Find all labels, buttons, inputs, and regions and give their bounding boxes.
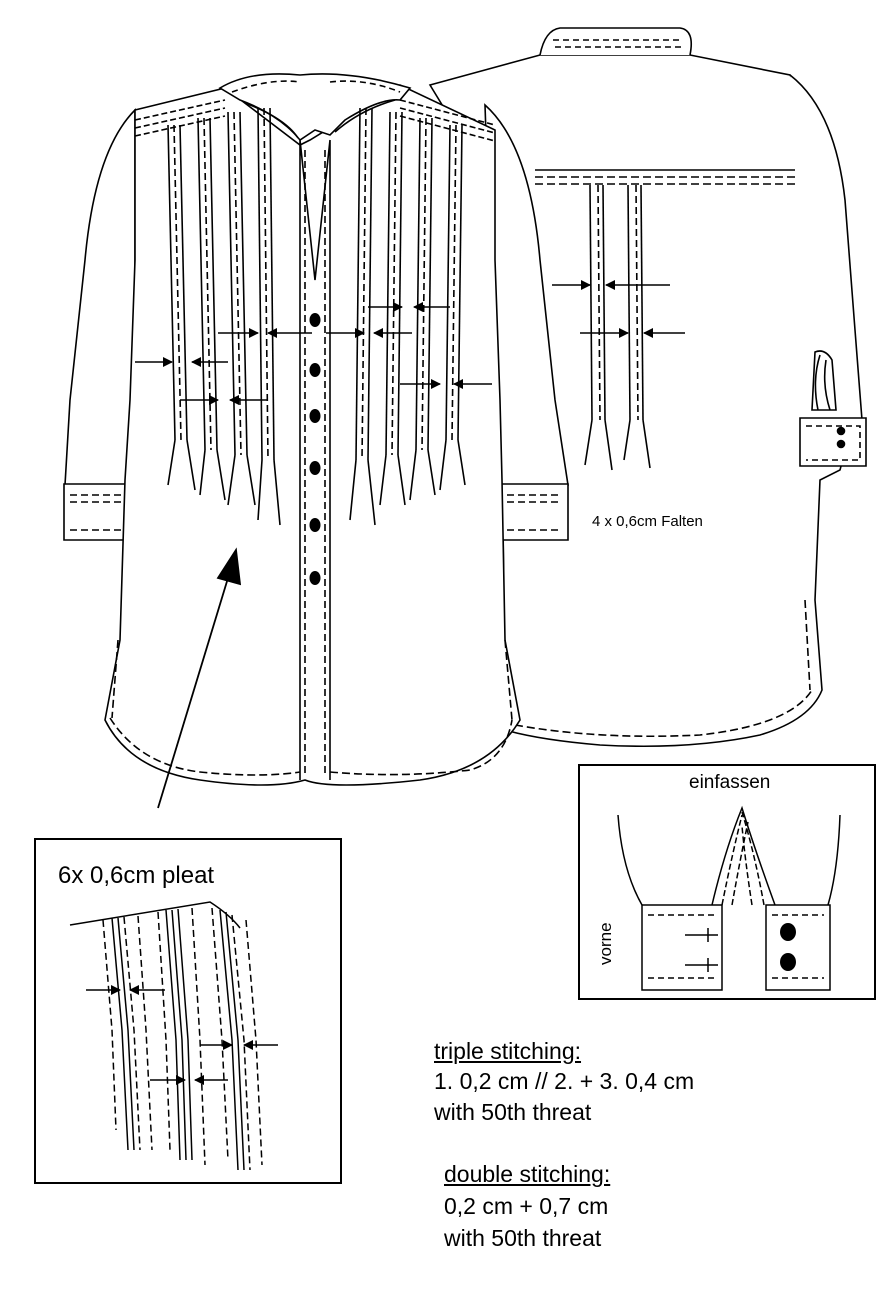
front-body-outline	[104, 84, 521, 786]
double-stitching-spec: 0,2 cm + 0,7 cm	[444, 1193, 609, 1219]
back-pleat-label: 4 x 0,6cm Falten	[592, 513, 703, 530]
triple-stitching-thread: with 50th threat	[434, 1099, 592, 1125]
front-left-sleeve	[64, 108, 136, 486]
cuff-left	[641, 904, 723, 991]
front-buttons	[309, 313, 321, 585]
front-pleat-arrows	[135, 302, 492, 405]
front-view-shirt	[63, 73, 569, 786]
cuff-front-label: vorne	[596, 922, 615, 965]
button	[309, 313, 321, 327]
button	[309, 518, 321, 532]
detail-pointer-arrow	[157, 547, 242, 809]
back-right-sleeve	[789, 74, 863, 421]
front-right-sleeve	[484, 103, 569, 486]
button	[309, 571, 321, 585]
cuff-binding-label: einfassen	[689, 772, 771, 793]
cuff-right	[765, 904, 831, 991]
cuff-detail-box	[578, 764, 876, 1000]
pleat-detail-drawing	[69, 901, 263, 1171]
pleat-detail-arrows	[86, 985, 278, 1085]
double-stitching-heading: double stitching:	[444, 1161, 611, 1187]
cuff-button	[780, 923, 796, 941]
pleat-detail-box	[34, 838, 342, 1184]
cuff-button	[780, 953, 796, 971]
back-collar	[539, 27, 693, 56]
button	[309, 363, 321, 377]
button	[309, 409, 321, 423]
button	[309, 461, 321, 475]
triple-stitching-spec: 1. 0,2 cm // 2. + 3. 0,4 cm	[434, 1068, 695, 1094]
pleat-detail-title: 6x 0,6cm pleat	[58, 862, 215, 889]
double-stitching-thread: with 50th threat	[444, 1225, 602, 1251]
front-right-cuff	[495, 483, 569, 541]
triple-stitching-heading: triple stitching:	[434, 1038, 582, 1064]
back-pleats	[584, 184, 651, 471]
cuff-detail-drawing	[617, 805, 841, 991]
back-pleat-arrows	[552, 280, 685, 338]
